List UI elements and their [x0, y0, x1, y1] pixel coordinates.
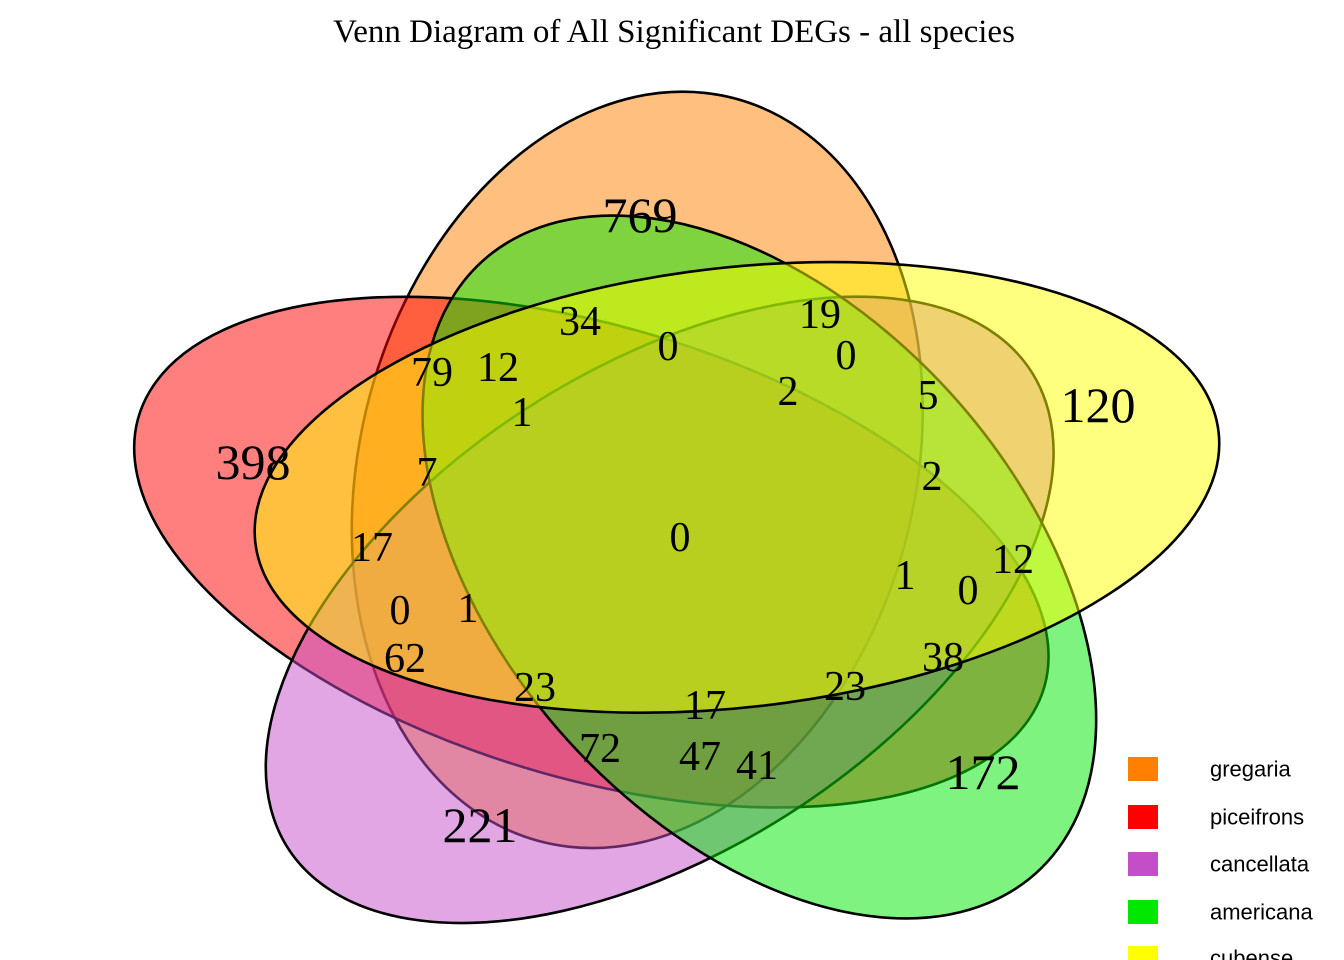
region-label-piceifrons-only: 398 [216, 434, 291, 490]
legend-label-piceifrons: piceifrons [1210, 805, 1304, 830]
region-label: 1 [458, 586, 479, 632]
region-label: 23 [824, 664, 866, 710]
region-label-gregaria-only: 769 [603, 187, 678, 243]
region-label: 2 [778, 369, 799, 415]
venn-ellipses [31, 63, 1265, 960]
ellipse-cubense [209, 206, 1266, 769]
region-label: 7 [417, 450, 438, 496]
legend-swatch-cubense [1128, 946, 1158, 960]
legend-swatch-gregaria [1128, 757, 1158, 781]
region-labels: 769 398 221 172 120 79 34 19 72 62 17 38… [216, 187, 1136, 853]
region-label: 34 [559, 299, 601, 345]
region-label: 1 [512, 390, 533, 436]
region-label: 1 [895, 553, 916, 599]
legend-label-cancellata: cancellata [1210, 852, 1310, 877]
region-label: 0 [390, 588, 411, 634]
region-label: 0 [836, 333, 857, 379]
region-label: 19 [799, 292, 841, 338]
region-label: 5 [918, 373, 939, 419]
region-label: 38 [922, 635, 964, 681]
region-label: 41 [736, 743, 778, 789]
region-label: 17 [351, 525, 393, 571]
region-label: 79 [411, 350, 453, 396]
legend-swatch-cancellata [1128, 852, 1158, 876]
region-label: 0 [958, 568, 979, 614]
region-label: 0 [658, 324, 679, 370]
chart-title: Venn Diagram of All Significant DEGs - a… [333, 14, 1015, 50]
legend-label-cubense: cubense [1210, 946, 1293, 960]
legend: gregaria piceifrons cancellata americana… [1128, 757, 1313, 960]
region-label-cancellata-only: 221 [443, 797, 518, 853]
region-label-americana-only: 172 [946, 744, 1021, 800]
region-label: 47 [679, 734, 721, 780]
legend-label-gregaria: gregaria [1210, 757, 1291, 782]
region-label: 2 [922, 454, 943, 500]
region-label: 12 [992, 537, 1034, 583]
region-label-center: 0 [670, 515, 691, 561]
region-label: 12 [477, 345, 519, 391]
region-label: 23 [514, 665, 556, 711]
region-label: 17 [684, 683, 726, 729]
legend-swatch-piceifrons [1128, 805, 1158, 829]
region-label-cubense-only: 120 [1061, 377, 1136, 433]
legend-label-americana: americana [1210, 900, 1313, 925]
region-label: 62 [384, 636, 426, 682]
legend-swatch-americana [1128, 900, 1158, 924]
region-label: 72 [579, 726, 621, 772]
